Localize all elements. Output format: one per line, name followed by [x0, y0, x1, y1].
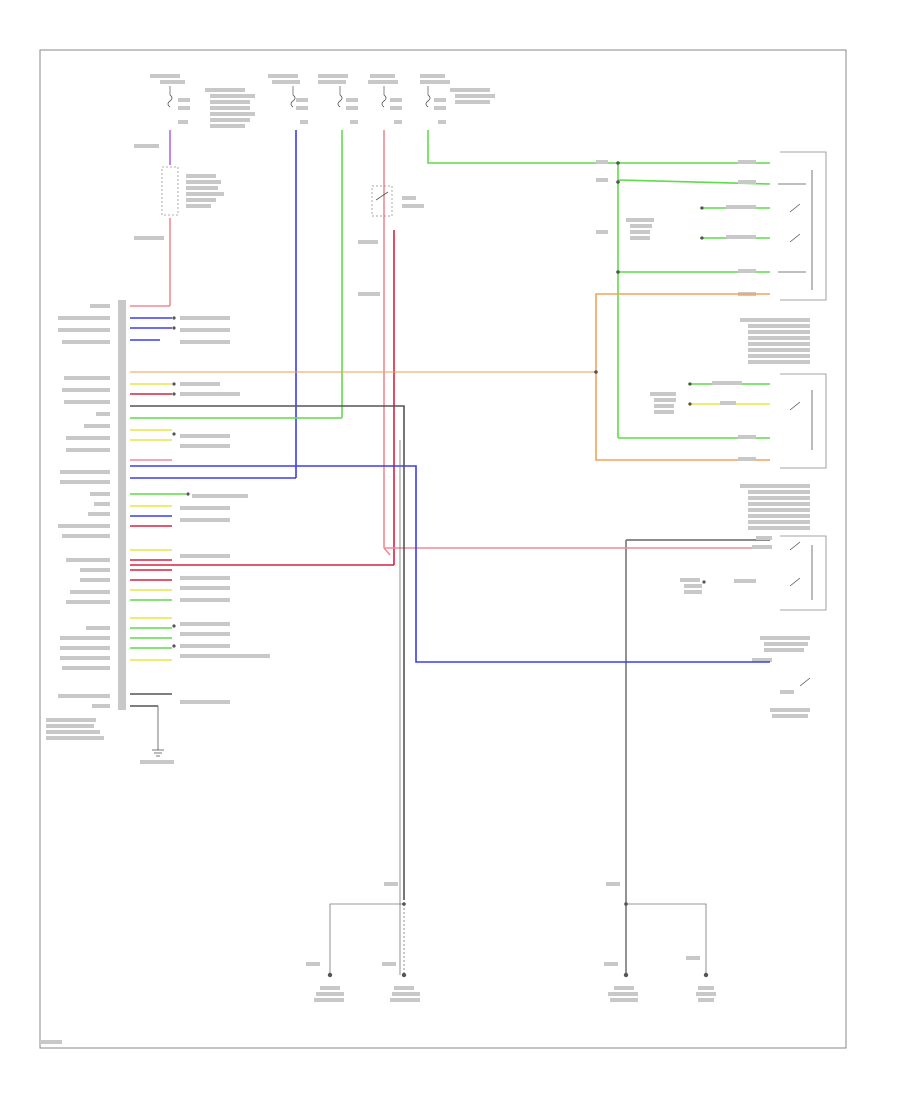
top-feed-stubs [169, 86, 429, 95]
key-switch-labels [358, 196, 424, 296]
junction-dot-3 [616, 270, 620, 274]
wire-orange-loop [595, 293, 770, 461]
key-switch-box [371, 185, 393, 217]
right-switch-labels-1 [596, 160, 810, 364]
right-module-3-labels [680, 536, 810, 718]
module-right-labels [180, 316, 270, 704]
wire-blue-right [130, 465, 770, 663]
bottom-grounds [329, 903, 707, 975]
wire-black-ground [130, 405, 405, 900]
wire-pink-bend [383, 547, 391, 556]
module-left-wires [130, 317, 186, 707]
right-green-wires [617, 163, 771, 439]
junction-dot-orange [594, 370, 598, 374]
diagram-border [39, 49, 847, 1049]
right-module-2-dots [688, 382, 692, 406]
right-module-3-contacts [789, 541, 813, 687]
footer-code-mark [40, 1040, 62, 1044]
wire-green-top [427, 130, 770, 164]
module-connector-pins [118, 300, 126, 710]
right-module-3-dot [702, 580, 706, 584]
module-right-dots [172, 316, 190, 648]
right-module-3 [780, 535, 827, 611]
right-module-2-contacts [789, 390, 813, 450]
right-module-1 [780, 151, 827, 301]
right-module-2-labels [650, 381, 810, 530]
fuse-symbols [167, 94, 431, 108]
right-switch-dots-1 [700, 206, 704, 240]
junction-dot-2 [616, 180, 620, 184]
intermediate-connector-labels [134, 144, 224, 240]
right-module-2 [780, 373, 827, 469]
key-switch-contact [375, 191, 389, 201]
module-left-pin-labels [46, 304, 174, 764]
right-switch-contacts-1 [778, 170, 813, 290]
bottom-ground-labels [306, 882, 716, 1002]
junction-dot-1 [616, 161, 620, 165]
fuse-block-top [150, 74, 495, 128]
ground-symbol-left [152, 706, 164, 757]
bottom-ground-dots [327, 902, 709, 978]
intermediate-connector [161, 166, 179, 216]
